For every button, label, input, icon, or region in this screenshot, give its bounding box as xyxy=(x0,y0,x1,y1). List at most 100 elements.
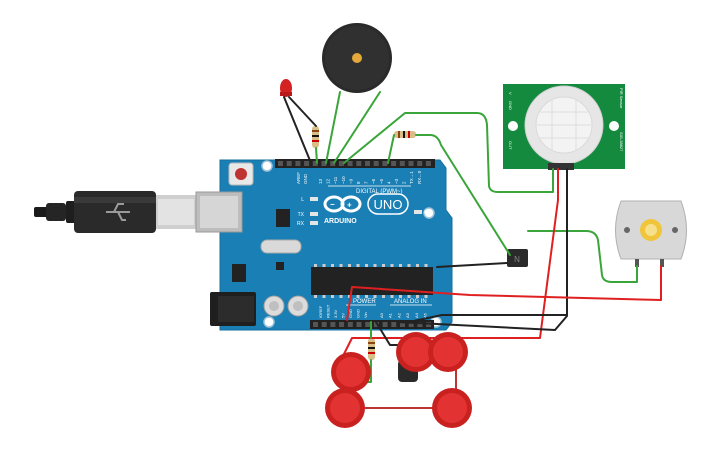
digital-pin-label: ~10 xyxy=(341,176,346,184)
resistor-button xyxy=(368,338,375,360)
push-button-3[interactable] xyxy=(428,332,468,372)
header-hole xyxy=(391,161,397,166)
header-hole xyxy=(373,161,379,166)
header-hole xyxy=(312,161,318,166)
chip-pin xyxy=(356,264,360,267)
piezo-buzzer xyxy=(322,23,392,93)
chip-pin xyxy=(399,295,402,298)
header-hole xyxy=(286,161,292,166)
chip-pin xyxy=(382,264,385,267)
chip-pin xyxy=(407,264,411,267)
wire-led-gnd xyxy=(283,96,312,164)
arduino-infinity-logo-icon xyxy=(323,195,362,213)
wire-pin5-resistor xyxy=(387,134,395,164)
power-pin-label: GND xyxy=(348,309,353,318)
chip-pin xyxy=(348,295,351,298)
analog-header-label: ANALOG IN xyxy=(394,299,427,305)
chip-pin xyxy=(390,295,394,298)
header-hole xyxy=(382,161,388,166)
crystal xyxy=(260,239,302,254)
led-rx xyxy=(310,221,318,225)
header-hole xyxy=(365,322,371,327)
header-hole xyxy=(321,322,327,327)
pir-label-2: SIG-38827 xyxy=(619,132,624,152)
power-pin-label: IOREF xyxy=(318,305,323,318)
chip-pin xyxy=(339,295,343,298)
svg-text:OUT: OUT xyxy=(508,141,513,150)
wire-resistor-transistor xyxy=(415,134,511,256)
led-on-label: ON xyxy=(424,210,432,216)
digital-pin-label: RX←0 xyxy=(417,170,422,184)
digital-pin-label: 4 xyxy=(386,181,391,184)
chip-pin xyxy=(424,264,428,267)
digital-pin-label: TX→1 xyxy=(409,171,414,184)
dc-motor xyxy=(615,200,687,267)
digital-header xyxy=(275,159,435,168)
arduino-brand: ARDUINO xyxy=(324,218,357,225)
power-pin-label: Vin xyxy=(363,312,368,318)
digital-pin-label: 7 xyxy=(364,181,369,184)
wire-pir-gnd xyxy=(408,168,568,323)
chip-pin xyxy=(322,264,326,267)
header-hole xyxy=(382,322,388,327)
header-hole xyxy=(330,161,336,166)
pir-sensor: V GND OUT PIR Sensor SIG-38827 xyxy=(503,84,625,170)
aref-label: AREF xyxy=(296,172,301,184)
chip-pin xyxy=(407,295,411,298)
chip-pin xyxy=(416,264,419,267)
header-hole xyxy=(339,322,345,327)
power-pin-label: 5V xyxy=(341,313,346,318)
usb-symbol-icon xyxy=(106,203,130,221)
header-hole xyxy=(365,161,370,166)
wire-transistor-gnd xyxy=(436,262,508,268)
motor-shaft-icon xyxy=(640,219,662,241)
resistor-transistor xyxy=(394,131,416,138)
header-hole xyxy=(295,161,301,166)
push-button-2[interactable] xyxy=(396,332,436,372)
push-button-1[interactable] xyxy=(331,352,371,392)
digital-pin-label: ~6 xyxy=(371,178,376,184)
wire-buzzer-pos xyxy=(325,91,341,164)
chip-pin xyxy=(322,295,326,298)
chip-pin xyxy=(365,295,368,298)
pir-label-1: PIR Sensor xyxy=(619,88,624,109)
header-hole xyxy=(391,322,397,327)
wire-resistor-pin13 xyxy=(315,147,318,164)
digital-pin-label: ~5 xyxy=(379,178,384,184)
power-pin-label: GND xyxy=(356,309,361,318)
header-hole xyxy=(347,322,353,327)
led-tx xyxy=(310,212,318,216)
wire-buzzer-neg xyxy=(333,91,381,164)
header-hole xyxy=(408,322,414,327)
analog-pin-label: A2 xyxy=(396,312,401,318)
power-pin-label: 3.3V xyxy=(333,309,338,318)
usb-cable xyxy=(34,191,196,233)
push-button-5[interactable] xyxy=(432,388,472,428)
chip-pin xyxy=(416,295,419,298)
svg-text:−: − xyxy=(330,200,335,209)
wire-led-anode xyxy=(288,96,317,127)
digital-pin-label: ~3 xyxy=(394,178,399,184)
svg-text:+: + xyxy=(347,201,352,210)
resistor-led xyxy=(312,126,319,148)
pir-left-labels: V GND OUT xyxy=(508,92,513,150)
chip-pin xyxy=(424,295,428,298)
wire-transistor-motor xyxy=(527,230,638,283)
wire-motor-vcc xyxy=(346,265,662,321)
analog-pin-label: A0 xyxy=(379,312,384,318)
header-hole xyxy=(347,161,353,166)
svg-text:V: V xyxy=(508,92,513,95)
chip-pin xyxy=(331,295,334,298)
chip-pin xyxy=(314,264,317,267)
chip-pin xyxy=(331,264,334,267)
analog-pin-label: A5 xyxy=(423,312,428,318)
header-hole xyxy=(425,161,431,166)
wire-gnd-bus xyxy=(396,315,568,331)
led-rx-label: RX xyxy=(297,221,305,227)
gnd-label: GND xyxy=(303,173,308,184)
npn-transistor: N xyxy=(507,249,528,267)
header-hole xyxy=(356,322,362,327)
push-button-4[interactable] xyxy=(325,388,365,428)
